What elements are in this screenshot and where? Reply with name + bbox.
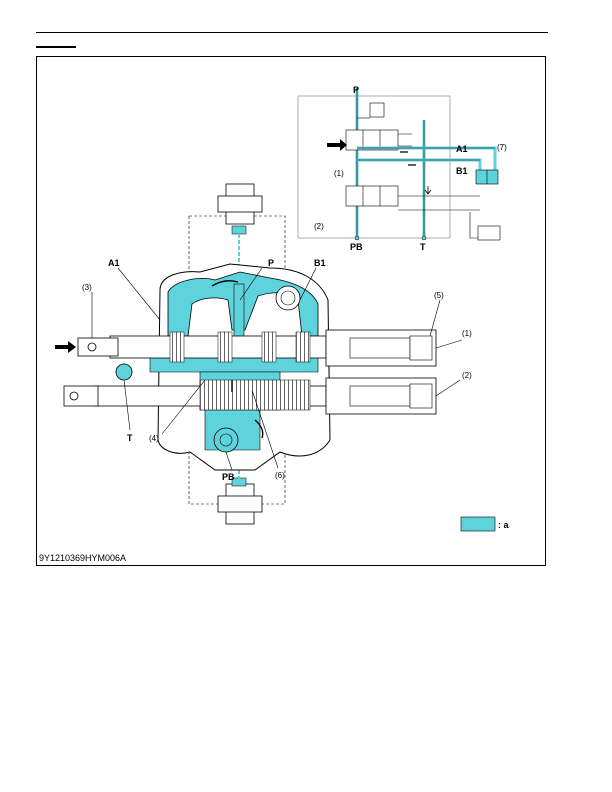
label-B1-circuit: B1 xyxy=(456,166,468,176)
header-tab-rule xyxy=(36,46,76,48)
valve-body xyxy=(55,183,437,525)
label-B1-body: B1 xyxy=(314,258,326,268)
label-PB-circuit: PB xyxy=(350,242,363,252)
label-1-circuit: (1) xyxy=(334,169,344,178)
legend: : a xyxy=(460,516,509,532)
legend-label: : a xyxy=(498,520,509,530)
header-rule xyxy=(36,32,548,33)
label-T-body: T xyxy=(127,433,133,443)
label-A1-body: A1 xyxy=(108,258,120,268)
label-T-circuit: T xyxy=(420,242,426,252)
hydraulic-circuit-schematic: P A1 B1 (7) (1) (2) PB T xyxy=(297,85,507,252)
label-2-circuit: (2) xyxy=(314,222,324,231)
label-4: (4) xyxy=(149,434,159,443)
figure-code: 9Y1210369HYM006A xyxy=(39,553,127,563)
label-1-body: (1) xyxy=(462,329,472,338)
label-PB-body: PB xyxy=(222,472,235,482)
label-3: (3) xyxy=(82,283,92,292)
label-7: (7) xyxy=(497,143,507,152)
leader-lines xyxy=(91,267,463,471)
label-P-circuit: P xyxy=(353,85,359,95)
label-5: (5) xyxy=(434,291,444,300)
label-A1-circuit: A1 xyxy=(456,144,468,154)
label-2-body: (2) xyxy=(462,371,472,380)
label-P-body: P xyxy=(268,258,274,268)
label-6: (6) xyxy=(275,471,285,480)
legend-swatch xyxy=(460,516,496,532)
